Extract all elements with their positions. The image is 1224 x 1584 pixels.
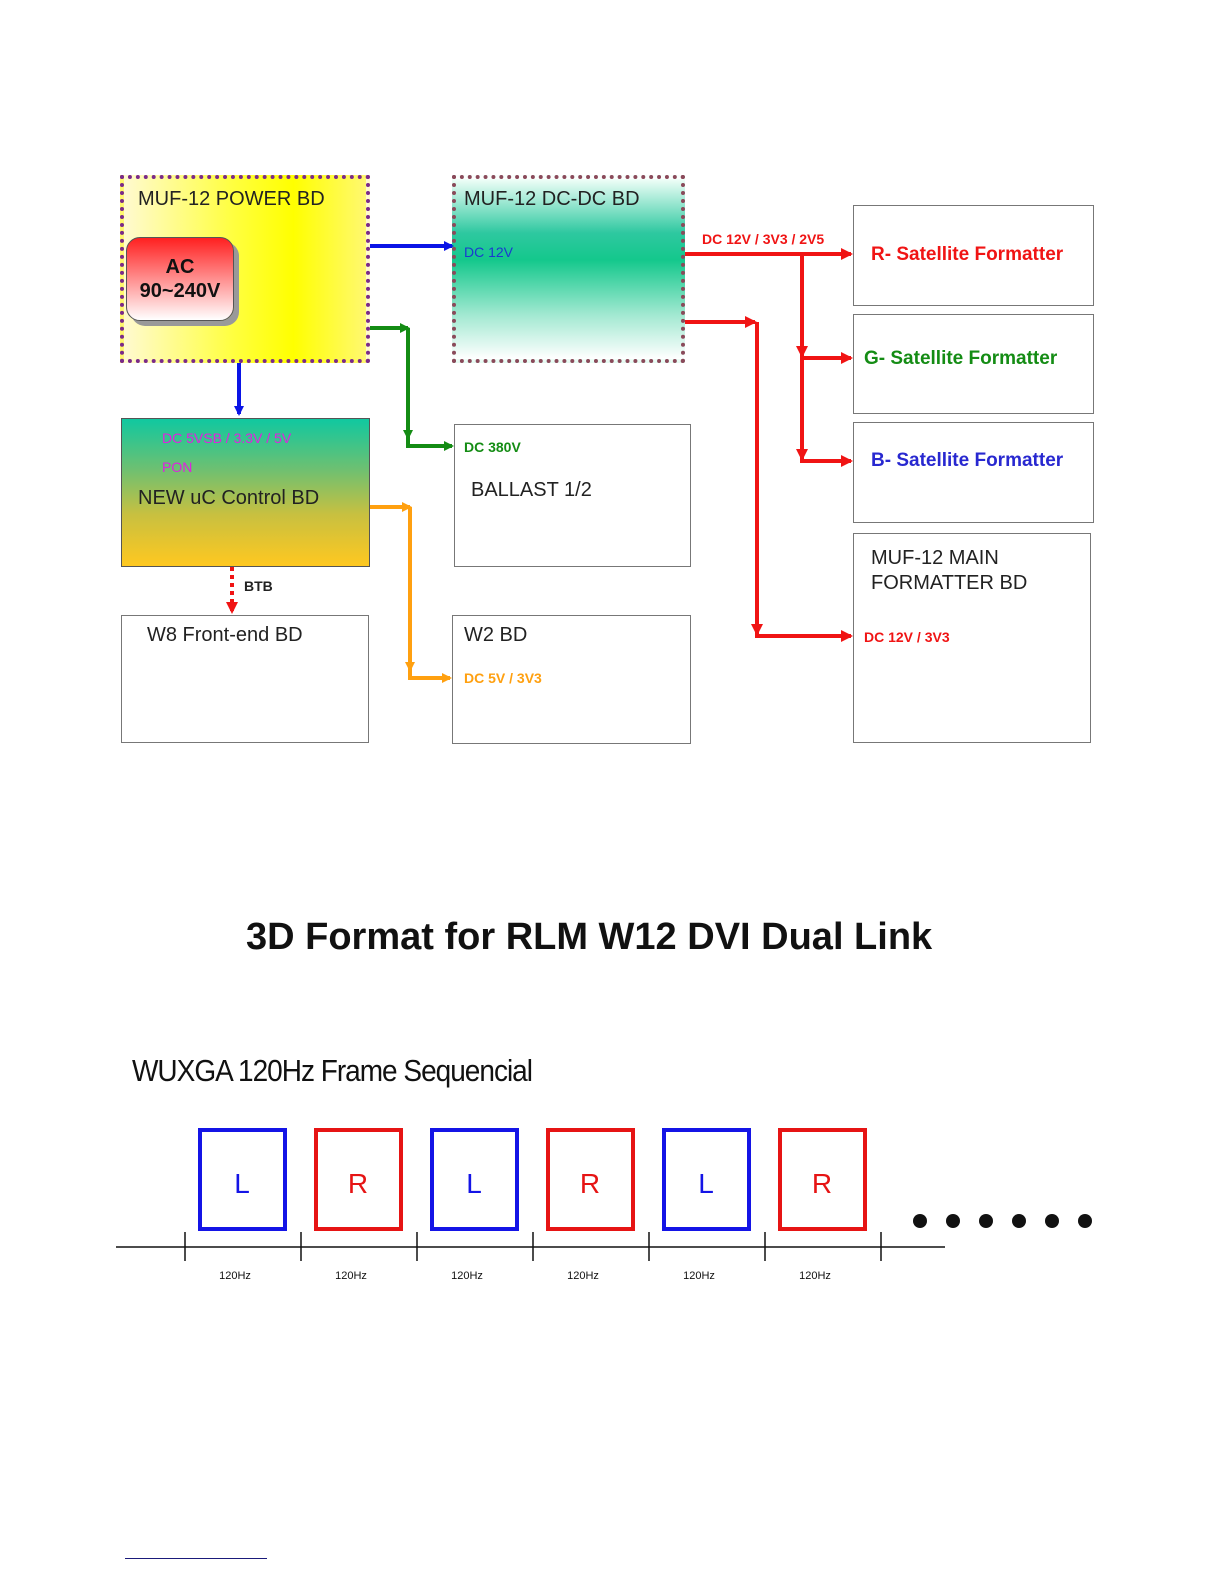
w2-board [452,615,691,744]
main-formatter-title-line1: MUF-12 MAIN [871,547,999,569]
connection-arrows [226,241,853,683]
frame-label: L [234,1168,250,1199]
footnote-rule [125,1558,267,1559]
frame-box [546,1128,635,1231]
continuation-dot [1012,1214,1026,1228]
ac-input-block: AC 90~240V [126,237,234,321]
r-satellite-label: R- Satellite Formatter [871,244,1064,265]
dcdc-board [452,175,685,363]
uc-control-title: NEW uC Control BD [138,487,320,509]
frame-label: R [812,1168,832,1199]
ac-label: AC [165,256,195,278]
uc-voltage-label: DC 5VSB / 3.3V / 5V [162,430,292,446]
frame-label: L [698,1168,714,1199]
b-satellite-label: B- Satellite Formatter [871,450,1064,471]
interval-label: 120Hz [451,1270,483,1282]
w2-input-label: DC 5V / 3V3 [464,670,542,686]
interval-label: 120Hz [683,1270,715,1282]
main-formatter-board [853,533,1091,743]
g-satellite-label: G- Satellite Formatter [864,348,1058,369]
frame-label: L [466,1168,482,1199]
btb-label: BTB [244,578,273,594]
b-satellite-formatter [853,422,1094,523]
w8-board [121,615,369,743]
frame-box [314,1128,403,1231]
continuation-dot [1045,1214,1059,1228]
uc-pon-label: PON [162,459,193,475]
interval-label: 120Hz [799,1270,831,1282]
main-formatter-title-line2: FORMATTER BD [871,572,1028,594]
power-board-title: MUF-12 POWER BD [138,188,325,210]
dcdc-board-title: MUF-12 DC-DC BD [464,188,640,210]
ballast-title: BALLAST 1/2 [471,479,592,501]
sequence-title: WUXGA 120Hz Frame Sequencial [132,1054,533,1088]
w2-title: W2 BD [464,624,528,646]
g-satellite-formatter [853,314,1094,414]
continuation-dot [913,1214,927,1228]
interval-label: 120Hz [335,1270,367,1282]
continuation-dot [1078,1214,1092,1228]
section-title: 3D Format for RLM W12 DVI Dual Link [246,916,933,958]
ballast-input-label: DC 380V [464,439,521,455]
r-satellite-formatter [853,205,1094,306]
frame-box [430,1128,519,1231]
frame-label: R [348,1168,368,1199]
ac-voltage-label: 90~240V [139,280,221,302]
dcdc-output-label: DC 12V / 3V3 / 2V5 [702,231,825,247]
uc-control-board [121,418,370,567]
frame-label: R [580,1168,600,1199]
main-formatter-input-label: DC 12V / 3V3 [864,629,950,645]
interval-label: 120Hz [219,1270,251,1282]
ballast-board [454,424,691,567]
frame-box [662,1128,751,1231]
frame-box [778,1128,867,1231]
continuation-dot [979,1214,993,1228]
interval-label: 120Hz [567,1270,599,1282]
frame-box [198,1128,287,1231]
w8-title: W8 Front-end BD [147,624,303,646]
dcdc-input-label: DC 12V [464,244,514,260]
continuation-dot [946,1214,960,1228]
